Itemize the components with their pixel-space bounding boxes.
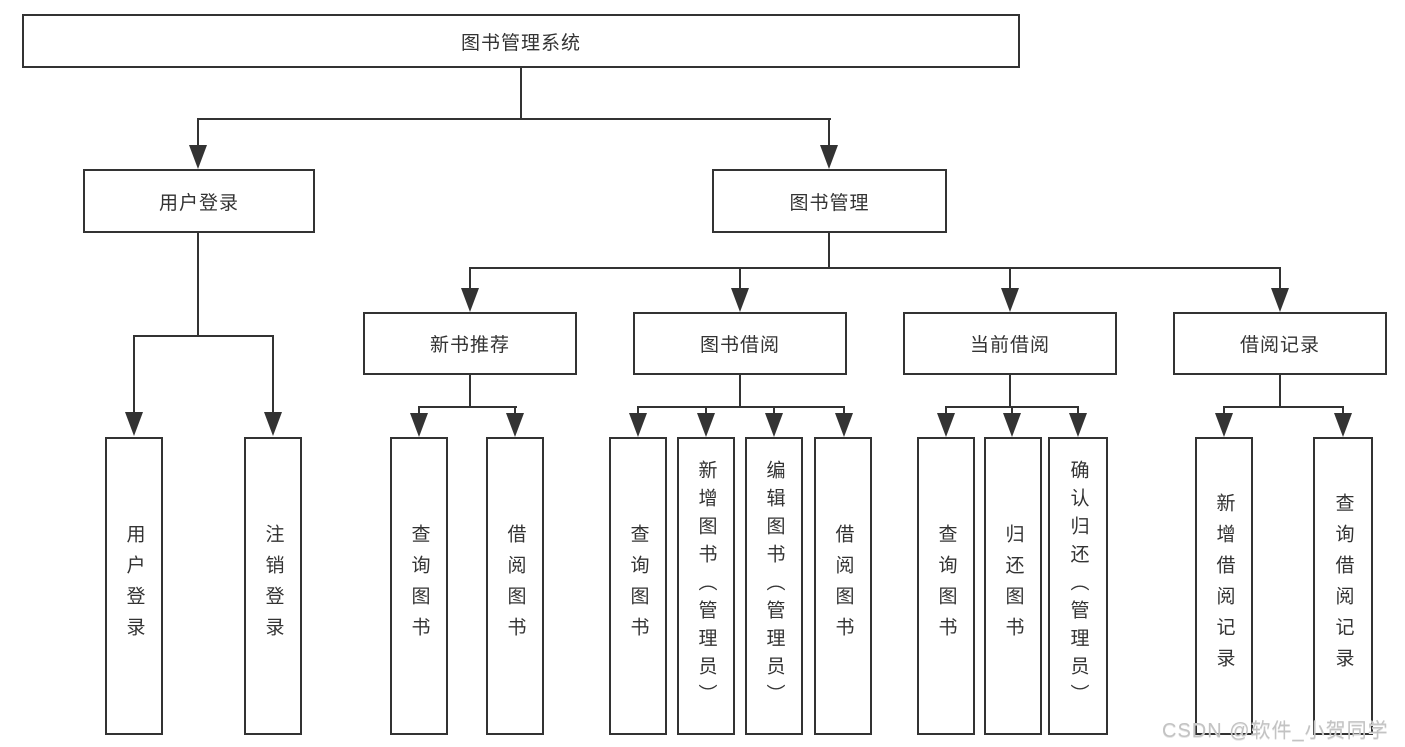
edge-current-borrow-stem <box>1009 373 1011 408</box>
node-borrow-records: 借阅记录 <box>1173 312 1387 375</box>
edge-to-borrow-records <box>1279 267 1281 290</box>
arrowhead-book-borrow <box>731 288 749 312</box>
edge-to-new-book-recommend <box>469 267 471 290</box>
edge-to-leaf-logout <box>272 335 274 414</box>
edge-to-leaf <box>843 406 845 416</box>
arrowhead-leaf <box>697 413 715 437</box>
edge-to-leaf <box>945 406 947 416</box>
arrowhead-current-borrow <box>1001 288 1019 312</box>
edge-new-book-recommend-rail <box>418 406 517 408</box>
edge-user-login-rail <box>133 335 274 337</box>
edge-to-leaf <box>1342 406 1344 416</box>
edge-borrow-records-rail <box>1223 406 1344 408</box>
node-new-book-recommend: 新书推荐 <box>363 312 577 375</box>
edge-root-to-user-login <box>197 118 199 148</box>
leaf-label: 查询图书 <box>627 524 649 648</box>
edge-to-leaf <box>1077 406 1079 416</box>
arrowhead-borrow-records <box>1271 288 1289 312</box>
leaf-label: 新增图书（管理员） <box>695 460 717 712</box>
leaf-edit-book-admin: 编辑图书（管理员） <box>745 437 803 735</box>
node-label: 图书借阅 <box>699 335 780 356</box>
edge-root-stem <box>520 66 522 119</box>
leaf-label: 查询图书 <box>408 524 430 648</box>
csdn-watermark: CSDN @软件_小贺同学 <box>1162 720 1389 742</box>
arrowhead-leaf <box>765 413 783 437</box>
edge-to-current-borrow <box>1009 267 1011 290</box>
leaf-logout: 注销登录 <box>244 437 302 735</box>
node-label: 借阅记录 <box>1239 335 1320 356</box>
edge-to-leaf <box>773 406 775 416</box>
node-label: 当前借阅 <box>969 335 1050 356</box>
arrowhead-leaf <box>937 413 955 437</box>
node-current-borrow: 当前借阅 <box>903 312 1117 375</box>
arrowhead-leaf <box>1334 413 1352 437</box>
leaf-add-borrow-record: 新增借阅记录 <box>1195 437 1253 735</box>
edge-to-leaf <box>1223 406 1225 416</box>
leaf-confirm-return-admin: 确认归还（管理员） <box>1048 437 1108 735</box>
edge-book-management-rail <box>469 267 1281 269</box>
leaf-label: 注销登录 <box>262 524 284 648</box>
leaf-label: 借阅图书 <box>504 524 526 648</box>
edge-root-to-book-management <box>828 118 830 148</box>
leaf-add-book-admin: 新增图书（管理员） <box>677 437 735 735</box>
node-library-system: 图书管理系统 <box>22 14 1020 68</box>
edge-book-management-stem <box>828 231 830 269</box>
leaf-user-login: 用户登录 <box>105 437 163 735</box>
edge-borrow-records-stem <box>1279 373 1281 408</box>
node-book-management: 图书管理 <box>712 169 947 233</box>
leaf-query-borrow-record: 查询借阅记录 <box>1313 437 1373 735</box>
leaf-label: 查询借阅记录 <box>1332 493 1354 679</box>
node-label: 用户登录 <box>158 192 239 214</box>
leaf-query-books-borrow: 查询图书 <box>609 437 667 735</box>
arrowhead-leaf <box>1003 413 1021 437</box>
edge-book-borrow-stem <box>739 373 741 408</box>
leaf-label: 查询图书 <box>935 524 957 648</box>
edge-to-leaf <box>705 406 707 416</box>
leaf-label: 确认归还（管理员） <box>1067 460 1089 712</box>
arrowhead-new-book-recommend <box>461 288 479 312</box>
edge-new-book-recommend-stem <box>469 373 471 408</box>
leaf-label: 用户登录 <box>123 524 145 648</box>
leaf-query-books-recommend: 查询图书 <box>390 437 448 735</box>
arrowhead-book-management <box>820 145 838 169</box>
edge-book-borrow-rail <box>637 406 845 408</box>
arrowhead-leaf <box>835 413 853 437</box>
leaf-label: 借阅图书 <box>832 524 854 648</box>
leaf-label: 编辑图书（管理员） <box>763 460 785 712</box>
arrowhead-leaf <box>1069 413 1087 437</box>
node-label: 新书推荐 <box>429 335 510 356</box>
arrowhead-leaf <box>629 413 647 437</box>
node-book-borrow: 图书借阅 <box>633 312 847 375</box>
node-label: 图书管理 <box>789 192 870 214</box>
node-label: 图书管理系统 <box>460 32 581 54</box>
leaf-borrow-books: 借阅图书 <box>814 437 872 735</box>
arrowhead-leaf-user-login <box>125 412 143 436</box>
arrowhead-leaf <box>410 413 428 437</box>
node-user-login: 用户登录 <box>83 169 315 233</box>
edge-user-login-stem <box>197 231 199 337</box>
edge-to-leaf <box>418 406 420 416</box>
leaf-borrow-books-recommend: 借阅图书 <box>486 437 544 735</box>
edge-to-leaf <box>514 406 516 416</box>
arrowhead-leaf <box>506 413 524 437</box>
leaf-return-book: 归还图书 <box>984 437 1042 735</box>
arrowhead-leaf <box>1215 413 1233 437</box>
edge-to-book-borrow <box>739 267 741 290</box>
arrowhead-user-login <box>189 145 207 169</box>
arrowhead-leaf-logout <box>264 412 282 436</box>
leaf-query-books-current: 查询图书 <box>917 437 975 735</box>
edge-to-leaf-user-login <box>133 335 135 414</box>
leaf-label: 新增借阅记录 <box>1213 493 1235 679</box>
edge-to-leaf <box>637 406 639 416</box>
leaf-label: 归还图书 <box>1002 524 1024 648</box>
edge-to-leaf <box>1011 406 1013 416</box>
edge-root-rail <box>197 118 831 120</box>
